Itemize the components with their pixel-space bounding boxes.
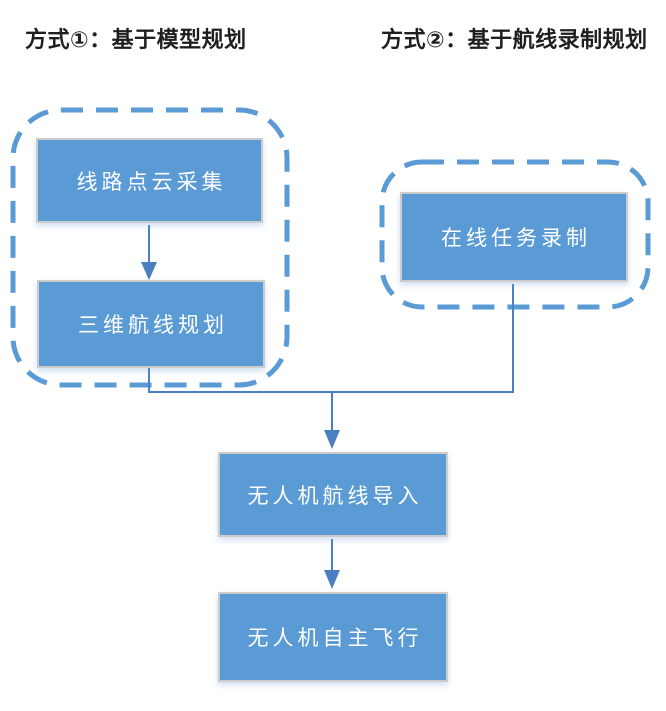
node-label: 在线任务录制 xyxy=(441,227,591,250)
node-point-cloud-collection: 线路点云采集 xyxy=(36,138,263,223)
node-uav-route-import: 无人机航线导入 xyxy=(218,452,448,537)
node-route-planning-3d: 三维航线规划 xyxy=(37,280,265,368)
node-online-task-recording: 在线任务录制 xyxy=(400,192,628,282)
arrowhead-down-icon xyxy=(324,430,340,449)
arrowhead-down-icon xyxy=(141,262,157,280)
node-label: 三维航线规划 xyxy=(78,314,228,337)
node-label: 线路点云采集 xyxy=(76,170,227,194)
method1-heading: 方式①：基于模型规划 xyxy=(25,27,247,52)
node-label: 无人机自主飞行 xyxy=(247,627,423,650)
arrowhead-down-icon xyxy=(324,570,340,589)
method2-heading: 方式②：基于航线录制规划 xyxy=(381,27,648,52)
node-label: 无人机航线导入 xyxy=(247,484,423,508)
method2-group-outline xyxy=(379,159,651,310)
node-uav-autonomous-flight: 无人机自主飞行 xyxy=(218,592,448,682)
